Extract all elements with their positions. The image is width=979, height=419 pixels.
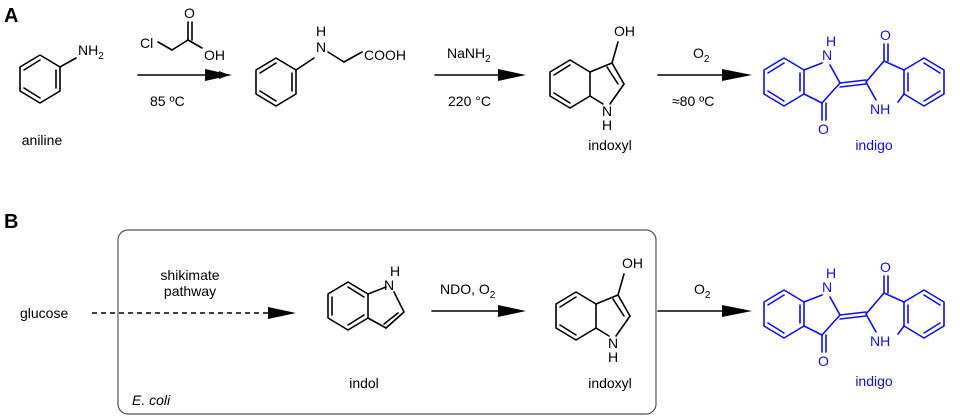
indigo-b-n-top: N — [822, 279, 832, 295]
indoxyl-b-h: H — [608, 349, 618, 365]
aniline-label: aniline — [22, 132, 63, 148]
indigo-b-o-bottom: O — [818, 353, 829, 369]
indoxyl-a-n: N — [602, 103, 612, 119]
panel-label-a: A — [4, 5, 18, 27]
reagent-ndo: NDO, O2 — [440, 281, 496, 301]
panel-label-b: B — [4, 211, 18, 233]
o2-arrow-b-head — [722, 305, 752, 317]
indoxyl-structure-b: OH N H — [555, 255, 643, 365]
ecoli-box — [117, 229, 657, 415]
phenylglycine-cooh: COOH — [364, 47, 406, 63]
indoxyl-b-n: N — [608, 335, 618, 351]
indoxyl-b-oh: OH — [622, 255, 643, 271]
glucose-label: glucose — [20, 305, 68, 321]
reagent-o: O — [184, 5, 195, 21]
indoxyl-label-a: indoxyl — [588, 137, 632, 153]
pathway-line-2: pathway — [164, 283, 216, 299]
indoxyl-a-oh: OH — [614, 23, 635, 39]
reagent-3: O2 — [693, 45, 710, 65]
indigo-a-h-top: H — [826, 33, 836, 49]
indoxyl-label-b: indoxyl — [588, 375, 632, 391]
indigo-a-o-top: O — [880, 27, 891, 43]
aniline-structure: NH2 — [19, 42, 104, 104]
reagent-2: NaNH2 — [447, 45, 491, 65]
arrow-2-head — [498, 69, 526, 81]
ndo-arrow-head — [498, 305, 526, 317]
indigo-a-o-bottom: O — [818, 121, 829, 137]
phenylglycine-structure: N H COOH — [255, 23, 406, 107]
indol-label: indol — [349, 375, 379, 391]
reagent-cl: Cl — [140, 35, 153, 51]
phenylglycine-n: N — [316, 39, 326, 55]
shikimate-arrow-head — [268, 307, 296, 319]
indigo-label-a: indigo — [855, 137, 893, 153]
indigo-structure-b: H N O O NH — [763, 259, 945, 369]
indigo-label-b: indigo — [855, 373, 893, 389]
indoxyl-a-h: H — [602, 117, 612, 133]
condition-3: ≈80 ºC — [672, 93, 714, 109]
indigo-b-nh-bottom: NH — [870, 333, 890, 349]
aniline-nh2: NH2 — [78, 42, 104, 62]
indigo-a-nh-bottom: NH — [870, 101, 890, 117]
indoxyl-structure-a: OH N H — [549, 23, 635, 133]
indol-n: N — [384, 277, 394, 293]
phenylglycine-h: H — [316, 23, 326, 39]
arrow-3-head — [722, 69, 752, 81]
indol-h: H — [390, 263, 400, 279]
pathway-line-1: shikimate — [160, 267, 219, 283]
indole-structure: H N — [327, 263, 405, 331]
arrow-1-head — [205, 69, 232, 81]
chloroacetic-acid-structure: Cl O OH — [140, 5, 225, 63]
reagent-oh: OH — [204, 47, 225, 63]
indigo-structure-a: H N O O NH — [763, 27, 945, 137]
condition-1: 85 ºC — [150, 93, 185, 109]
indigo-b-h-top: H — [826, 265, 836, 281]
indigo-b-o-top: O — [880, 259, 891, 275]
ecoli-label: E. coli — [132, 392, 171, 408]
reagent-o2-b: O2 — [694, 281, 711, 301]
condition-2: 220 °C — [448, 93, 491, 109]
indigo-a-n-top: N — [822, 47, 832, 63]
